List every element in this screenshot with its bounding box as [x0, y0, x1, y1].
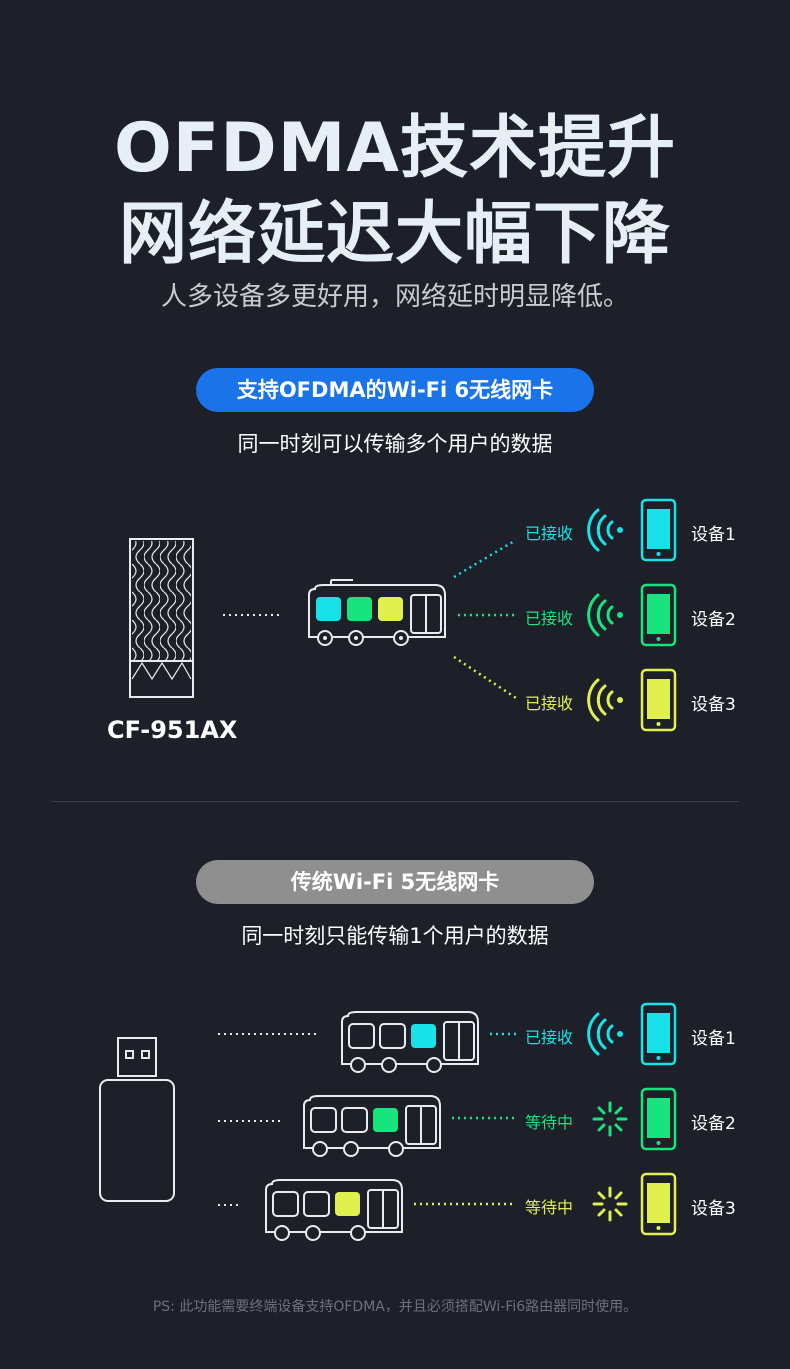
usb-stick-icon	[99, 1037, 175, 1202]
phone-icon	[640, 1172, 677, 1236]
subtitle: 人多设备多更好用，网络延时明显降低。	[160, 282, 629, 312]
wifi-signal-icon	[587, 508, 623, 552]
wifi-signal-icon	[587, 1012, 623, 1056]
device-label: 设备1	[691, 1029, 736, 1049]
headline-line1: OFDMA技术提升	[114, 109, 676, 188]
ofdma-diagram	[129, 498, 677, 732]
phone-icon	[640, 498, 677, 562]
phone-icon	[640, 583, 677, 647]
footnote: PS: 此功能需要终端设备支持OFDMA，并且必须搭配Wi-Fi6路由器同时使用…	[152, 1299, 638, 1315]
ofdma-caption: 同一时刻可以传输多个用户的数据	[237, 432, 553, 456]
status-label: 等待中	[525, 1198, 574, 1217]
ofdma-pill: 支持OFDMA的Wi-Fi 6无线网卡	[196, 368, 594, 412]
usb-adapter-icon	[129, 538, 194, 698]
status-label: 等待中	[525, 1113, 574, 1132]
loading-spinner-icon	[592, 1186, 628, 1222]
status-label: 已接收	[525, 1028, 574, 1047]
headline-line2: 网络延迟大幅下降	[118, 195, 671, 274]
legacy-caption: 同一时刻只能传输1个用户的数据	[241, 924, 549, 948]
bus-icon	[303, 1095, 441, 1157]
wifi-signal-icon	[587, 678, 623, 722]
bus-icon	[308, 579, 446, 646]
phone-icon	[640, 1087, 677, 1151]
device-label: 设备3	[691, 1199, 736, 1219]
loading-spinner-icon	[592, 1101, 628, 1137]
status-label: 已接收	[525, 694, 574, 713]
device-label: 设备3	[691, 695, 736, 715]
status-label: 已接收	[525, 609, 574, 628]
status-label: 已接收	[525, 524, 574, 543]
product-name: CF-951AX	[107, 716, 238, 744]
bus-icon	[265, 1179, 403, 1241]
legacy-diagram	[99, 1002, 677, 1241]
phone-icon	[640, 1002, 677, 1066]
device-label: 设备2	[691, 610, 736, 630]
phone-icon	[640, 668, 677, 732]
wifi-signal-icon	[587, 593, 623, 637]
device-label: 设备2	[691, 1114, 736, 1134]
bus-icon	[341, 1011, 479, 1073]
device-label: 设备1	[691, 525, 736, 545]
section-divider	[52, 801, 739, 802]
legacy-pill: 传统Wi-Fi 5无线网卡	[196, 860, 594, 904]
